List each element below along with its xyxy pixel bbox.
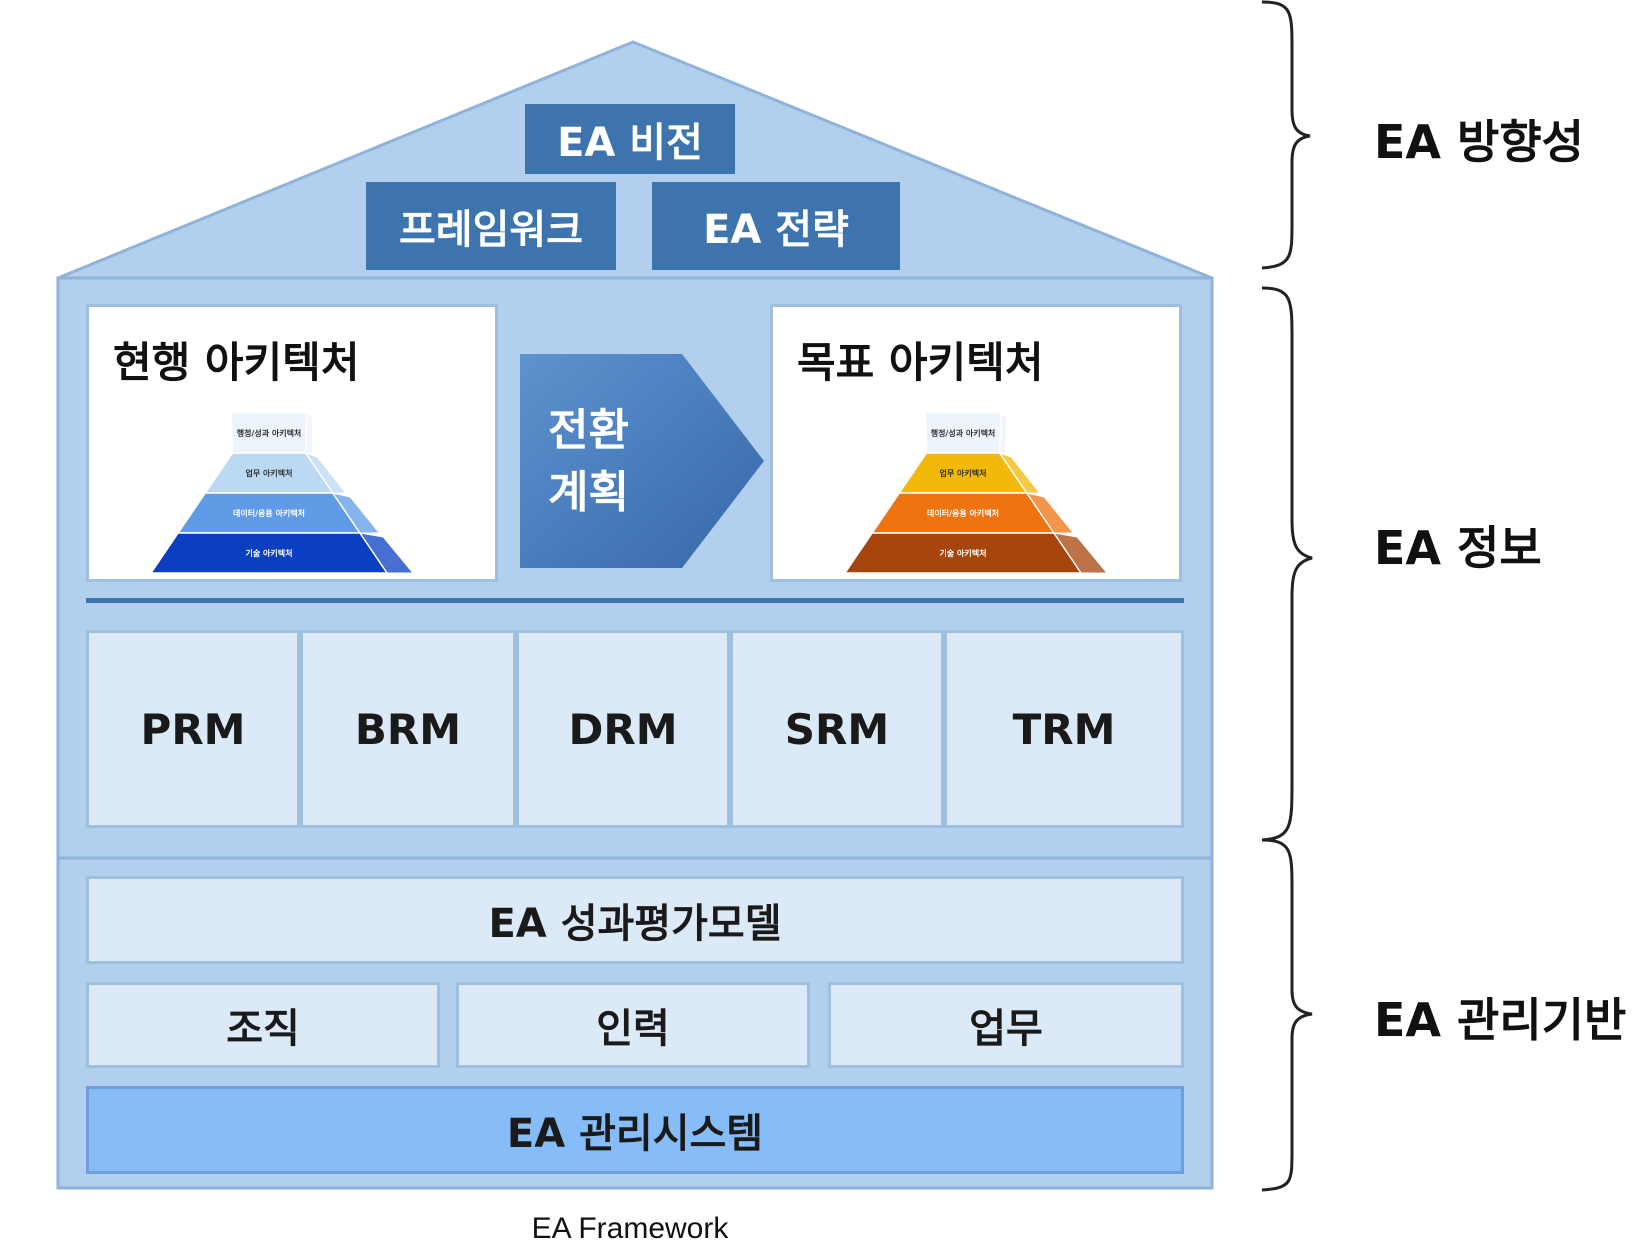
unit-label: 업무 [969, 1006, 1043, 1052]
reference-model-label: SRM [784, 704, 890, 754]
evaluation-model-box: EA 성과평가모델 [86, 876, 1184, 964]
reference-model-label: DRM [568, 704, 678, 754]
brace-information [1261, 286, 1313, 842]
reference-model-label: PRM [140, 704, 246, 754]
transition-arrow [520, 354, 764, 568]
pyramid-layer [149, 532, 389, 574]
reference-model-row: PRM BRM DRM SRM TRM [86, 630, 1184, 828]
reference-model-label: BRM [354, 704, 462, 754]
brace-label-information: EA 정보 [1374, 521, 1542, 575]
reference-model-drm: DRM [516, 630, 730, 828]
ea-vision-box: EA 비전 [525, 104, 735, 174]
reference-model-brm: BRM [300, 630, 516, 828]
unit-personnel-box: 인력 [456, 982, 810, 1068]
pyramid-layer-label: 기술 아키텍처 [246, 548, 293, 558]
pyramid-layer-label: 데이터/응용 아키텍처 [927, 508, 999, 518]
pyramid-layer-label: 행정/성과 아키텍처 [931, 428, 996, 438]
brace-management [1261, 838, 1313, 1192]
unit-organization-box: 조직 [86, 982, 440, 1068]
brace-label-management: EA 관리기반 [1374, 993, 1627, 1047]
unit-label: 조직 [226, 1006, 300, 1052]
reference-model-srm: SRM [730, 630, 944, 828]
unit-label: 인력 [596, 1006, 670, 1052]
reference-model-prm: PRM [86, 630, 300, 828]
management-system-box: EA 관리시스템 [86, 1086, 1184, 1174]
divider-line [86, 598, 1184, 603]
pyramid-layer-label: 업무 아키텍처 [246, 468, 293, 478]
ea-vision-label: EA 비전 [557, 120, 703, 166]
reference-model-trm: TRM [944, 630, 1184, 828]
reference-model-label: TRM [1012, 704, 1116, 754]
pyramid-layer-label: 업무 아키텍처 [940, 468, 987, 478]
pyramid-layer-label: 기술 아키텍처 [940, 548, 987, 558]
target-architecture-title: 목표 아키텍처 [797, 338, 1044, 387]
evaluation-model-label: EA 성과평가모델 [488, 901, 782, 947]
transition-label: 전환 계획 [548, 405, 629, 518]
framework-label: 프레임워크 [399, 207, 583, 253]
pyramid-layer-label: 행정/성과 아키텍처 [237, 428, 302, 438]
brace-direction [1261, 0, 1311, 270]
brace-label-direction: EA 방향성 [1374, 115, 1584, 169]
figure-caption: EA Framework [531, 1212, 729, 1245]
pyramid-layer-label: 데이터/응용 아키텍처 [233, 508, 305, 518]
framework-box: 프레임워크 [366, 182, 616, 270]
current-architecture-title: 현행 아키텍처 [113, 338, 360, 387]
ea-strategy-label: EA 전략 [703, 207, 849, 253]
management-system-label: EA 관리시스템 [506, 1111, 764, 1157]
ea-strategy-box: EA 전략 [652, 182, 900, 270]
pyramid-layer [843, 532, 1083, 574]
unit-work-box: 업무 [828, 982, 1184, 1068]
